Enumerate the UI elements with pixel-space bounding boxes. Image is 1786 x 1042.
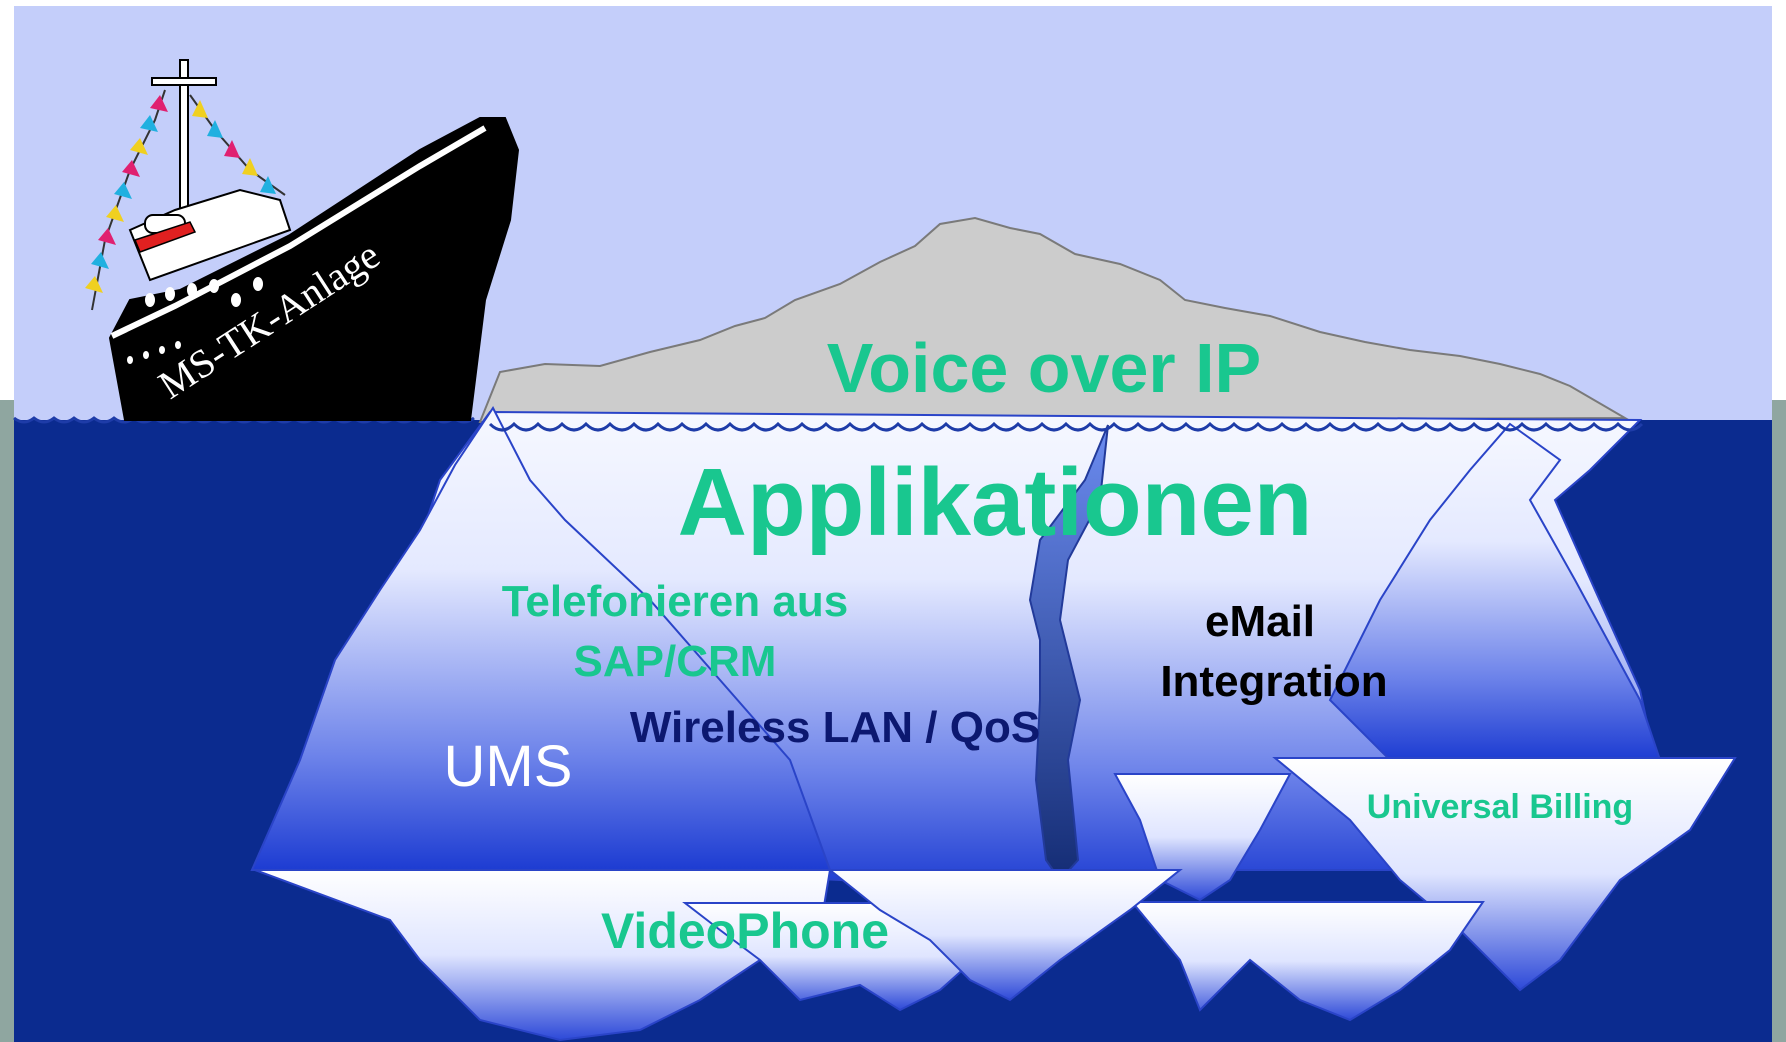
ice-block-bottom-right bbox=[1129, 901, 1485, 1022]
waterline-waves bbox=[488, 421, 1644, 432]
email-line2: Integration bbox=[1160, 657, 1387, 706]
ice-block-billing bbox=[1272, 757, 1737, 992]
left-edge-strip bbox=[0, 400, 14, 1042]
ice-block-small-right bbox=[1113, 773, 1292, 902]
applikationen-label: Applikationen bbox=[678, 449, 1313, 556]
iceberg-tip bbox=[478, 216, 1629, 424]
ship-icon: MS-TK-Anlage bbox=[85, 59, 520, 421]
pennant-flags bbox=[85, 95, 276, 293]
videophone-label: VideoPhone bbox=[601, 903, 889, 959]
email-line1: eMail bbox=[1205, 597, 1315, 646]
ums-label: UMS bbox=[444, 734, 573, 799]
wireless-lan-label: Wireless LAN / QoS bbox=[630, 703, 1040, 752]
telefonieren-line2: SAP/CRM bbox=[574, 637, 777, 686]
telefonieren-line1: Telefonieren aus bbox=[502, 577, 848, 626]
universal-billing-label: Universal Billing bbox=[1367, 788, 1633, 826]
ice-block-center-right bbox=[827, 869, 1183, 1002]
right-edge-strip bbox=[1772, 400, 1786, 1042]
voice-over-ip-label: Voice over IP bbox=[827, 329, 1261, 407]
